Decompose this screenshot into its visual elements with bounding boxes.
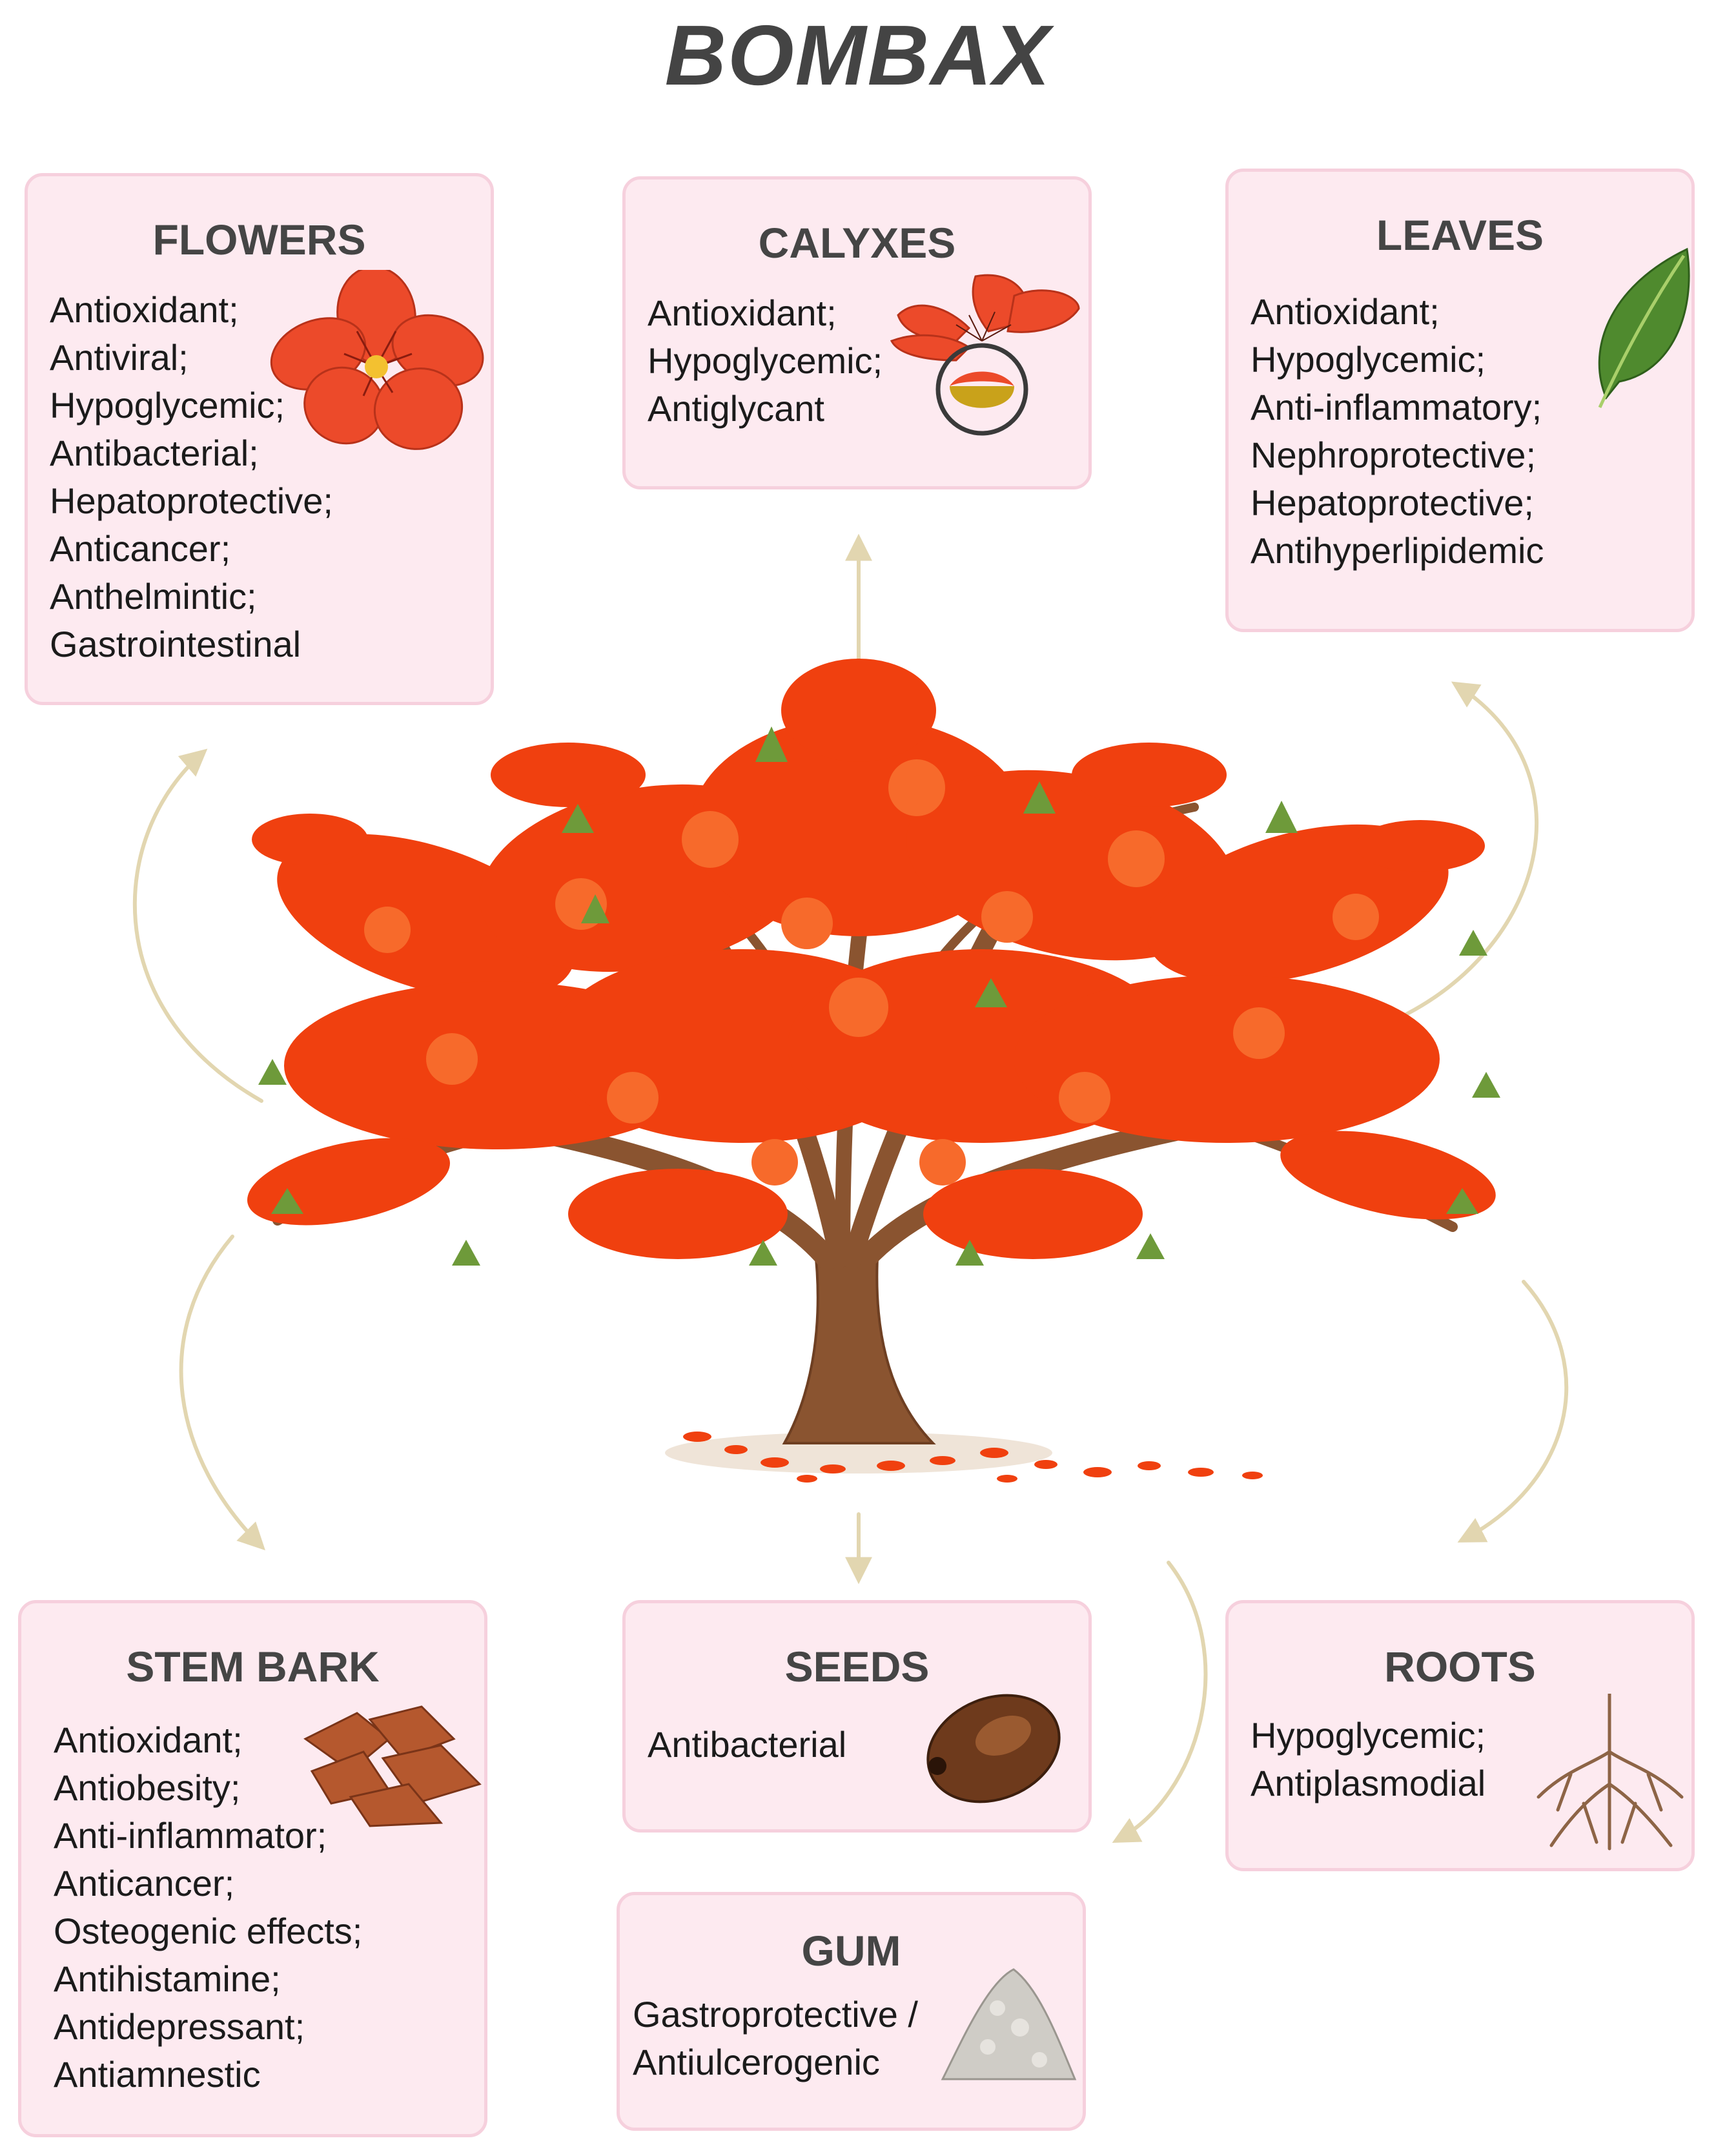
list-item: Gastroprotective / — [633, 1994, 918, 2035]
list-item: Anti-inflammator; — [54, 1815, 327, 1856]
list-item: Antiplasmodial — [1251, 1763, 1486, 1803]
card-stem-bark: STEM BARK Antioxidant; Antiobesity; Anti… — [18, 1600, 487, 2137]
list-item: Antidepressant; — [54, 2006, 305, 2047]
list-item: Hypoglycemic; — [648, 340, 883, 381]
trunk — [782, 1245, 936, 1444]
list-item: Anti-inflammatory; — [1251, 387, 1542, 427]
list-item: Anticancer; — [50, 528, 231, 569]
card-flowers: FLOWERS Antioxidant; Antiviral; Hypoglyc… — [25, 173, 494, 705]
list-item: Antioxidant; — [648, 293, 837, 333]
card-roots: ROOTS Hypoglycemic; Antiplasmodial — [1225, 1600, 1695, 1871]
arrow-to-roots — [1457, 1280, 1569, 1543]
arrow-to-leaves — [1399, 681, 1539, 1019]
arrow-to-stem-bark — [179, 1235, 265, 1550]
bombax-tree — [247, 659, 1500, 1483]
list-item: Antiviral; — [50, 337, 189, 378]
blossom-highlights — [364, 759, 1379, 1186]
list-item: Nephroprotective; — [1251, 435, 1537, 475]
list-item: Hepatoprotective; — [50, 480, 333, 521]
card-heading: SEEDS — [784, 1643, 930, 1690]
property-list: Antioxidant; Antiobesity; Anti-inflammat… — [54, 1716, 362, 2099]
card-calyxes: CALYXES Antioxidant; Hypoglycemic; Antig… — [622, 176, 1092, 489]
card-heading: ROOTS — [1384, 1643, 1536, 1690]
green-leaf-icon — [1598, 247, 1690, 409]
list-item: Hypoglycemic; — [1251, 339, 1486, 380]
list-item: Antiobesity; — [54, 1767, 241, 1808]
property-list: Antibacterial — [648, 1721, 846, 1769]
calyx-flower-icon — [890, 274, 1080, 436]
blossom-canopy — [247, 659, 1496, 1259]
red-flower-icon — [270, 270, 484, 450]
list-item: Antihyperlipidemic — [1251, 530, 1544, 571]
list-item: Antiamnestic — [54, 2054, 261, 2095]
card-leaves: LEAVES Antioxidant; Hypoglycemic; Anti-i… — [1225, 169, 1695, 632]
list-item: Gastrointestinal — [50, 624, 301, 664]
card-heading: GUM — [801, 1927, 901, 1975]
property-list: Antioxidant; Hypoglycemic; Antiglycant — [648, 289, 883, 433]
canopy-leaves — [258, 726, 1500, 1266]
list-item: Antioxidant; — [54, 1720, 243, 1760]
connector-arrows — [132, 533, 1569, 1843]
card-heading: LEAVES — [1376, 211, 1544, 259]
list-item: Antibacterial — [648, 1724, 847, 1765]
property-list: Antioxidant; Antiviral; Hypoglycemic; An… — [50, 286, 333, 668]
arrow-to-flowers — [132, 748, 263, 1103]
arrow-to-gum — [1112, 1561, 1208, 1843]
list-item: Antiglycant — [648, 388, 824, 429]
gum-pile-icon — [941, 1968, 1077, 2080]
card-heading: STEM BARK — [126, 1643, 380, 1690]
card-seeds: SEEDS Antibacterial — [622, 1600, 1092, 1833]
card-heading: FLOWERS — [152, 216, 366, 263]
card-gum: GUM Gastroprotective / Antiulcerogenic — [617, 1892, 1086, 2131]
property-list: Gastroprotective / Antiulcerogenic — [633, 1991, 918, 2086]
list-item: Antibacterial; — [50, 433, 259, 473]
roots-icon — [1537, 1694, 1684, 1851]
property-list: Hypoglycemic; Antiplasmodial — [1251, 1712, 1486, 1807]
list-item: Anticancer; — [54, 1863, 235, 1904]
property-list: Antioxidant; Hypoglycemic; Anti-inflamma… — [1251, 288, 1544, 575]
list-item: Osteogenic effects; — [54, 1911, 363, 1951]
seed-icon — [926, 1694, 1061, 1803]
list-item: Hypoglycemic; — [50, 385, 285, 426]
list-item: Antioxidant; — [1251, 291, 1440, 332]
list-item: Anthelmintic; — [50, 576, 257, 617]
list-item: Hypoglycemic; — [1251, 1715, 1486, 1756]
list-item: Antioxidant; — [50, 289, 239, 330]
bark-pieces-icon — [303, 1705, 482, 1827]
page-title: BOMBAX — [664, 8, 1052, 103]
card-heading: CALYXES — [758, 219, 956, 267]
list-item: Antihistamine; — [54, 1958, 281, 1999]
list-item: Hepatoprotective; — [1251, 482, 1534, 523]
list-item: Antiulcerogenic — [633, 2042, 880, 2082]
fallen-petals — [683, 1432, 1263, 1483]
